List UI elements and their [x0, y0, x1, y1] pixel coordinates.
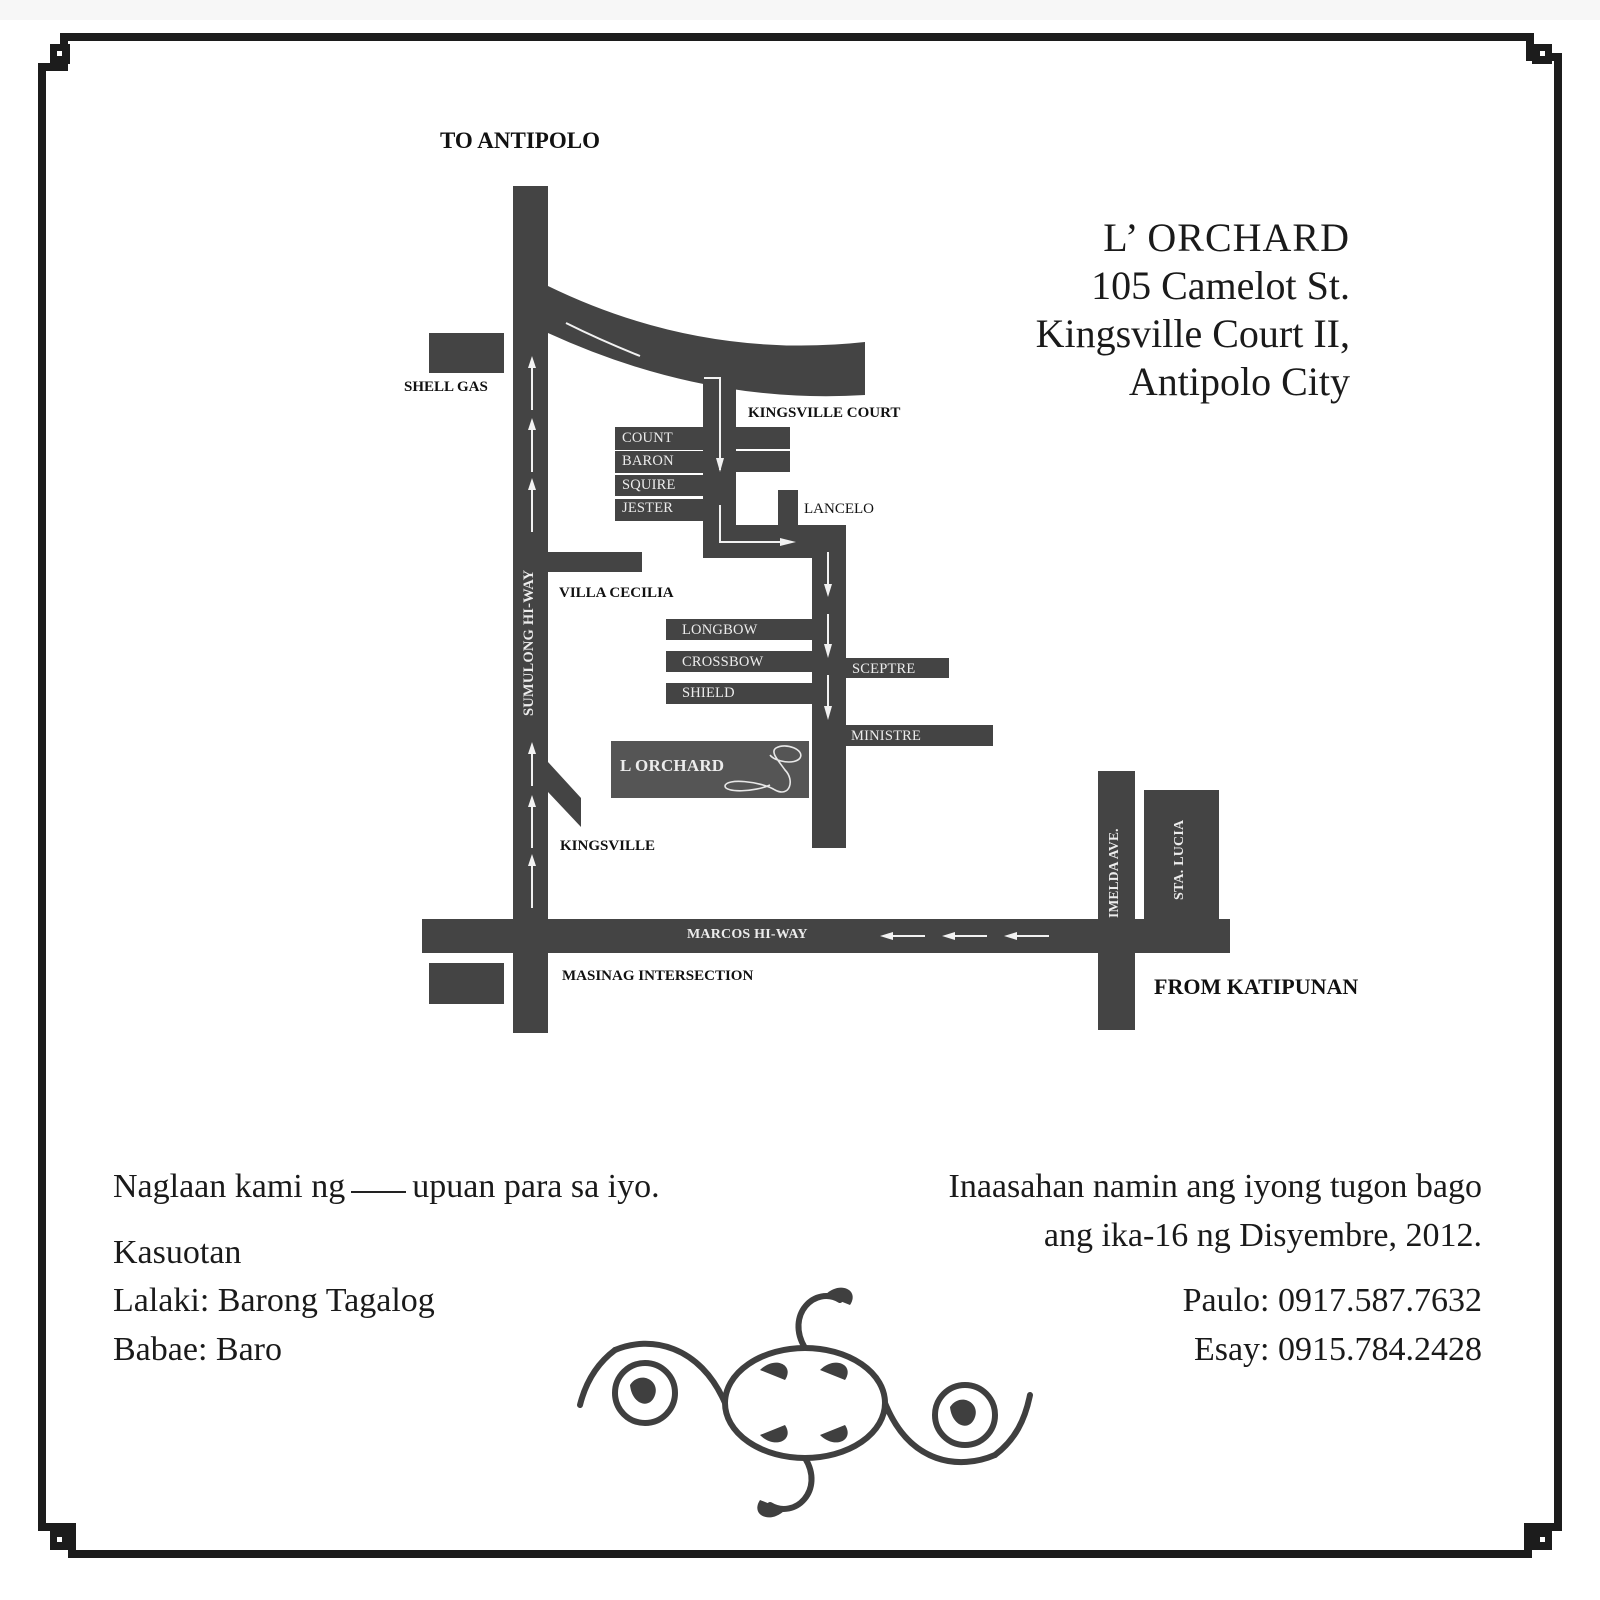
imelda-road	[1098, 771, 1135, 1030]
sceptre-label: SCEPTRE	[852, 661, 916, 677]
shield-label: SHIELD	[682, 685, 735, 701]
lancelo-label: LANCELO	[804, 501, 874, 517]
kingsville-court-label: KINGSVILLE COURT	[748, 405, 901, 421]
villa-cecilia-street	[548, 552, 642, 572]
curved-road	[548, 286, 865, 397]
crossbow-label: CROSSBOW	[682, 654, 764, 670]
attire-men: Lalaki: Barong Tagalog	[113, 1282, 435, 1319]
monogram-icon	[724, 745, 802, 793]
sumulong-road	[513, 186, 548, 1033]
crossbow-street	[666, 651, 812, 672]
baron-street	[615, 451, 703, 473]
venue-address: L’ ORCHARD 105 Camelot St. Kingsville Co…	[1036, 214, 1350, 406]
seating-text-after: upuan para sa iyo.	[412, 1168, 660, 1205]
attire-women: Babae: Baro	[113, 1331, 282, 1368]
venue-block	[611, 741, 809, 798]
top-strip	[0, 0, 1600, 20]
sceptre-street	[846, 658, 949, 678]
villa-cecilia-label: VILLA CECILIA	[559, 585, 674, 601]
rsvp-line-1: Inaasahan namin ang iyong tugon bago	[948, 1168, 1482, 1205]
sumulong-hiway-label: SUMULONG HI-WAY	[521, 569, 537, 716]
to-antipolo-label: TO ANTIPOLO	[440, 128, 600, 153]
count-label: COUNT	[622, 430, 673, 446]
seating-note: Naglaan kami ng upuan para sa iyo.	[113, 1168, 660, 1206]
ministre-street	[846, 725, 993, 746]
shield-street	[666, 683, 812, 704]
address-line-1: 105 Camelot St.	[1091, 263, 1350, 308]
attire-heading: Kasuotan	[113, 1234, 242, 1271]
kingsville-street	[548, 762, 581, 827]
from-katipunan-label: FROM KATIPUNAN	[1154, 974, 1359, 999]
shell-gas-block	[429, 333, 504, 373]
imelda-ave-label: IMELDA AVE.	[1106, 828, 1121, 918]
squire-street	[615, 475, 703, 496]
shell-gas-label: SHELL GAS	[404, 379, 488, 395]
flourish-ornament-icon	[577, 1287, 1033, 1518]
venue-marker-label: L ORCHARD	[620, 756, 725, 775]
baron-label: BARON	[622, 453, 674, 469]
seating-text-before: Naglaan kami ng	[113, 1168, 346, 1205]
sta-lucia-label: STA. LUCIA	[1172, 819, 1187, 900]
rsvp-line-2: ang ika-16 ng Disyembre, 2012.	[1043, 1217, 1482, 1254]
contact-paulo: Paulo: 0917.587.7632	[1182, 1282, 1482, 1319]
seat-count-blank	[351, 1191, 407, 1193]
marcos-road	[422, 919, 1230, 953]
marcos-hiway-label: MARCOS HI-WAY	[687, 927, 808, 942]
count-street	[615, 427, 703, 450]
ministre-label: MINISTRE	[851, 728, 922, 744]
longbow-label: LONGBOW	[682, 622, 758, 638]
kingsville-label: KINGSVILLE	[560, 838, 656, 854]
longbow-street	[666, 619, 812, 640]
squire-label: SQUIRE	[622, 477, 676, 493]
masinag-block	[429, 963, 504, 1004]
jester-street	[615, 499, 703, 521]
address-line-2: Kingsville Court II,	[1035, 311, 1350, 356]
jester-label: JESTER	[622, 500, 674, 516]
lancelo-street	[778, 490, 798, 530]
contact-esay: Esay: 0915.784.2428	[1193, 1331, 1482, 1368]
venue-name: L’ ORCHARD	[1103, 215, 1350, 260]
masinag-intersection-label: MASINAG INTERSECTION	[562, 968, 754, 984]
sta-lucia-road	[1144, 790, 1219, 919]
address-line-3: Antipolo City	[1128, 359, 1350, 404]
